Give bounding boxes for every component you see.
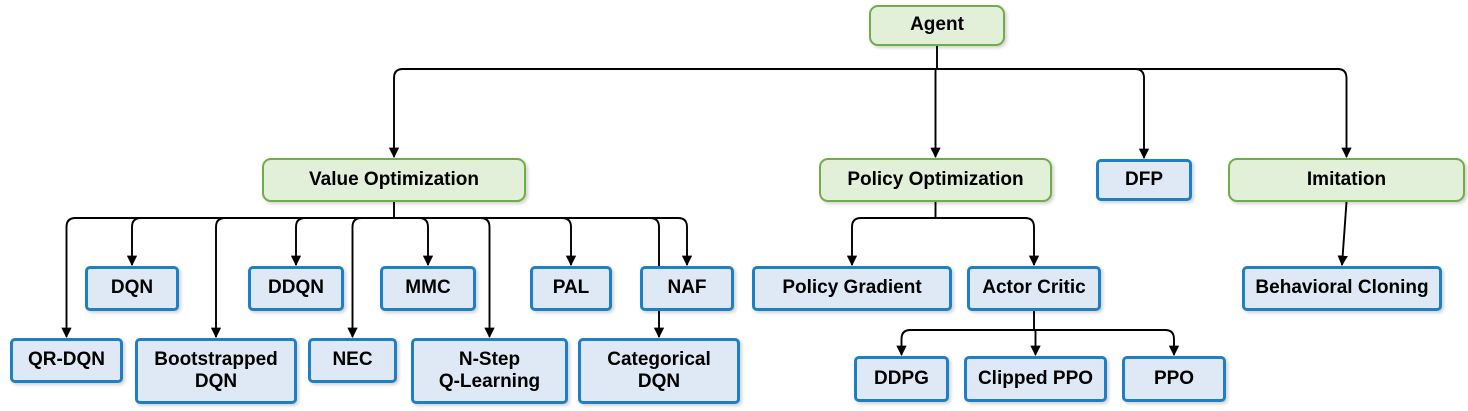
edge-policy-optimization-to-policy-gradient bbox=[846, 217, 936, 267]
edge-agent-to-policy-optimization bbox=[930, 68, 941, 159]
node-dfp[interactable]: DFP bbox=[1096, 159, 1192, 201]
edge-imitation-to-behavioral-cloning bbox=[1337, 201, 1348, 267]
edge-policy-optimization-to-actor-critic bbox=[935, 217, 1040, 267]
edge-value-optimization-to-naf bbox=[394, 217, 693, 267]
node-nec[interactable]: NEC bbox=[308, 338, 397, 383]
edge-value-optimization-to-mmc bbox=[394, 217, 434, 267]
node-dqn[interactable]: DQN bbox=[85, 266, 179, 311]
node-imitation[interactable]: Imitation bbox=[1228, 158, 1465, 202]
edge-value-optimization-to-dqn bbox=[126, 217, 394, 267]
edge-agent-to-dfp bbox=[937, 68, 1150, 160]
node-agent[interactable]: Agent bbox=[869, 5, 1005, 46]
edge-actor-critic-to-ppo bbox=[1034, 329, 1180, 357]
edge-value-optimization-to-ddqn bbox=[290, 217, 394, 267]
edge-actor-critic-to-ddpg bbox=[896, 329, 1034, 357]
node-actor-critic[interactable]: Actor Critic bbox=[967, 266, 1101, 311]
edge-value-optimization-to-pal bbox=[394, 217, 577, 267]
node-policy-optimization[interactable]: Policy Optimization bbox=[819, 158, 1052, 202]
node-policy-gradient[interactable]: Policy Gradient bbox=[752, 266, 952, 311]
edge-agent-to-imitation bbox=[937, 68, 1352, 159]
node-value-optimization[interactable]: Value Optimization bbox=[262, 158, 526, 202]
edge-actor-critic-to-clipped-ppo bbox=[1030, 329, 1041, 357]
node-ddqn[interactable]: DDQN bbox=[248, 266, 344, 311]
node-ddpg[interactable]: DDPG bbox=[854, 356, 949, 402]
node-categorical-dqn[interactable]: Categorical DQN bbox=[578, 338, 740, 404]
node-clipped-ppo[interactable]: Clipped PPO bbox=[964, 356, 1107, 402]
node-ppo[interactable]: PPO bbox=[1122, 356, 1226, 402]
node-bootstrapped-dqn[interactable]: Bootstrapped DQN bbox=[135, 338, 297, 404]
node-behavioral-cloning[interactable]: Behavioral Cloning bbox=[1242, 266, 1442, 311]
node-naf[interactable]: NAF bbox=[640, 266, 734, 311]
node-qr-dqn[interactable]: QR-DQN bbox=[10, 338, 123, 383]
node-n-step-q-learning[interactable]: N-Step Q-Learning bbox=[411, 338, 568, 404]
node-pal[interactable]: PAL bbox=[530, 266, 612, 311]
edge-agent-to-value-optimization bbox=[388, 68, 937, 159]
node-mmc[interactable]: MMC bbox=[380, 266, 476, 311]
